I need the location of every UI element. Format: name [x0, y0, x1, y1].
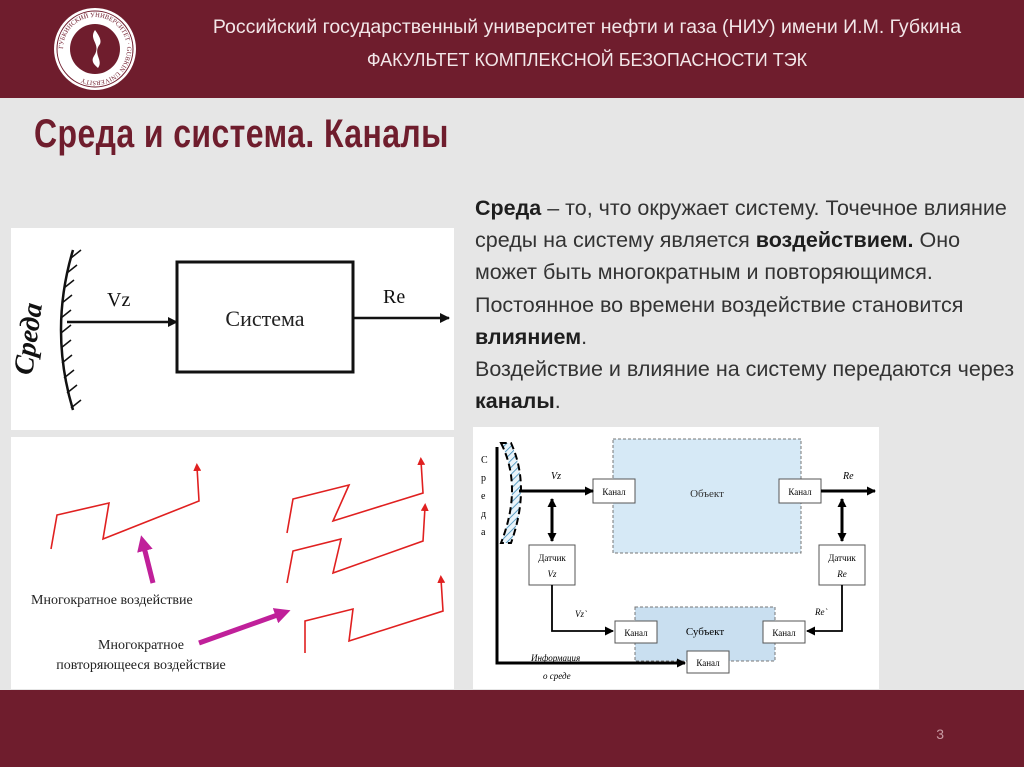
- body-text: Среда – то, что окружает систему. Точечн…: [475, 192, 1020, 417]
- svg-text:е: е: [481, 491, 486, 502]
- header-bar: ГУБКИНСКИЙ УНИВЕРСИТЕТ · GUBKIN UNIVERSI…: [0, 0, 1024, 98]
- impact-zigzag-4: [304, 575, 446, 653]
- term-influence: влиянием: [475, 324, 582, 349]
- svg-text:Канал: Канал: [624, 628, 648, 638]
- re-label: Re: [842, 471, 854, 482]
- environment-boundary: [59, 249, 75, 411]
- pointer-arrow-2: [198, 608, 291, 646]
- svg-text:Канал: Канал: [696, 658, 720, 668]
- subject-channel-right: [762, 620, 806, 644]
- impact-zigzag-3: [286, 503, 429, 584]
- paragraph-channels: Воздействие и влияние на систему передаю…: [475, 357, 1015, 414]
- output-label: Re: [383, 286, 405, 308]
- paragraph-influence: Постоянное во времени воздействие станов…: [475, 292, 964, 349]
- input-label: Vz: [107, 289, 130, 311]
- svg-text:Канал: Канал: [602, 487, 626, 497]
- diagram-environment-system: Среда Vz Система Re: [8, 228, 454, 430]
- channel-out-box: [778, 478, 822, 504]
- channel-in-box: [592, 478, 636, 504]
- info-path: [495, 447, 686, 668]
- info-label-1: Информация: [530, 653, 580, 663]
- page-number: 3: [936, 726, 944, 742]
- object-label: Объект: [690, 488, 724, 500]
- subject-channel-left: [614, 620, 658, 644]
- faculty-name: ФАКУЛЬТЕТ КОМПЛЕКСНОЙ БЕЗОПАСНОСТИ ТЭК: [366, 50, 808, 70]
- object-box: [612, 438, 802, 554]
- label-repeated-impact-2: повторяющееся воздействие: [56, 658, 226, 673]
- svg-text:С: С: [481, 455, 488, 466]
- diagram-channels: С р е д а Объект Канал Канал Vz Re Датчи…: [473, 427, 879, 689]
- sensor-vz-box: [528, 544, 576, 586]
- svg-text:Re: Re: [836, 569, 847, 579]
- svg-text:Датчик: Датчик: [538, 553, 566, 563]
- paragraph-environment: Среда – то, что окружает систему. Точечн…: [475, 196, 1007, 285]
- info-channel-box: [686, 650, 730, 674]
- vz-label: Vz: [551, 471, 561, 482]
- svg-text:Канал: Канал: [772, 628, 796, 638]
- sensor-re-box: [818, 544, 866, 586]
- re-prime-path: [806, 585, 843, 636]
- footer-bar: 3: [0, 690, 1024, 767]
- svg-text:а: а: [481, 527, 486, 538]
- pointer-arrow-1: [137, 535, 156, 584]
- svg-text:Датчик: Датчик: [828, 553, 856, 563]
- environment-hatched-boundary: [499, 442, 522, 544]
- system-label: Система: [225, 306, 304, 331]
- svg-text:Канал: Канал: [788, 487, 812, 497]
- term-channels: каналы: [475, 389, 555, 414]
- label-repeated-impact-1: Многократное: [98, 638, 184, 653]
- svg-text:д: д: [481, 509, 486, 520]
- diagram-repeated-impacts: Многократное воздействие Многократное по…: [11, 437, 454, 689]
- university-name: Российский государственный университет н…: [212, 16, 962, 38]
- term-environment: Среда: [475, 196, 542, 220]
- info-label-2: о среде: [543, 671, 571, 681]
- university-logo: ГУБКИНСКИЙ УНИВЕРСИТЕТ · GUBKIN UNIVERSI…: [54, 8, 136, 90]
- term-impact: воздействием.: [755, 228, 914, 253]
- environment-label: Среда: [11, 301, 49, 377]
- environment-letters: С р е д а: [481, 455, 488, 538]
- impact-zigzag-1: [50, 463, 202, 550]
- label-multiple-impact: Многократное воздействие: [31, 593, 193, 608]
- impact-zigzag-2: [286, 457, 426, 534]
- svg-text:р: р: [481, 473, 486, 484]
- svg-text:Vz: Vz: [548, 569, 557, 579]
- vz-prime-path: [551, 585, 614, 636]
- re-prime-label: Re`: [814, 607, 828, 617]
- subject-label: Субъект: [686, 626, 725, 638]
- slide-title: Среда и система. Каналы: [34, 112, 449, 156]
- system-box: [175, 260, 355, 374]
- vz-prime-label: Vz`: [575, 609, 587, 619]
